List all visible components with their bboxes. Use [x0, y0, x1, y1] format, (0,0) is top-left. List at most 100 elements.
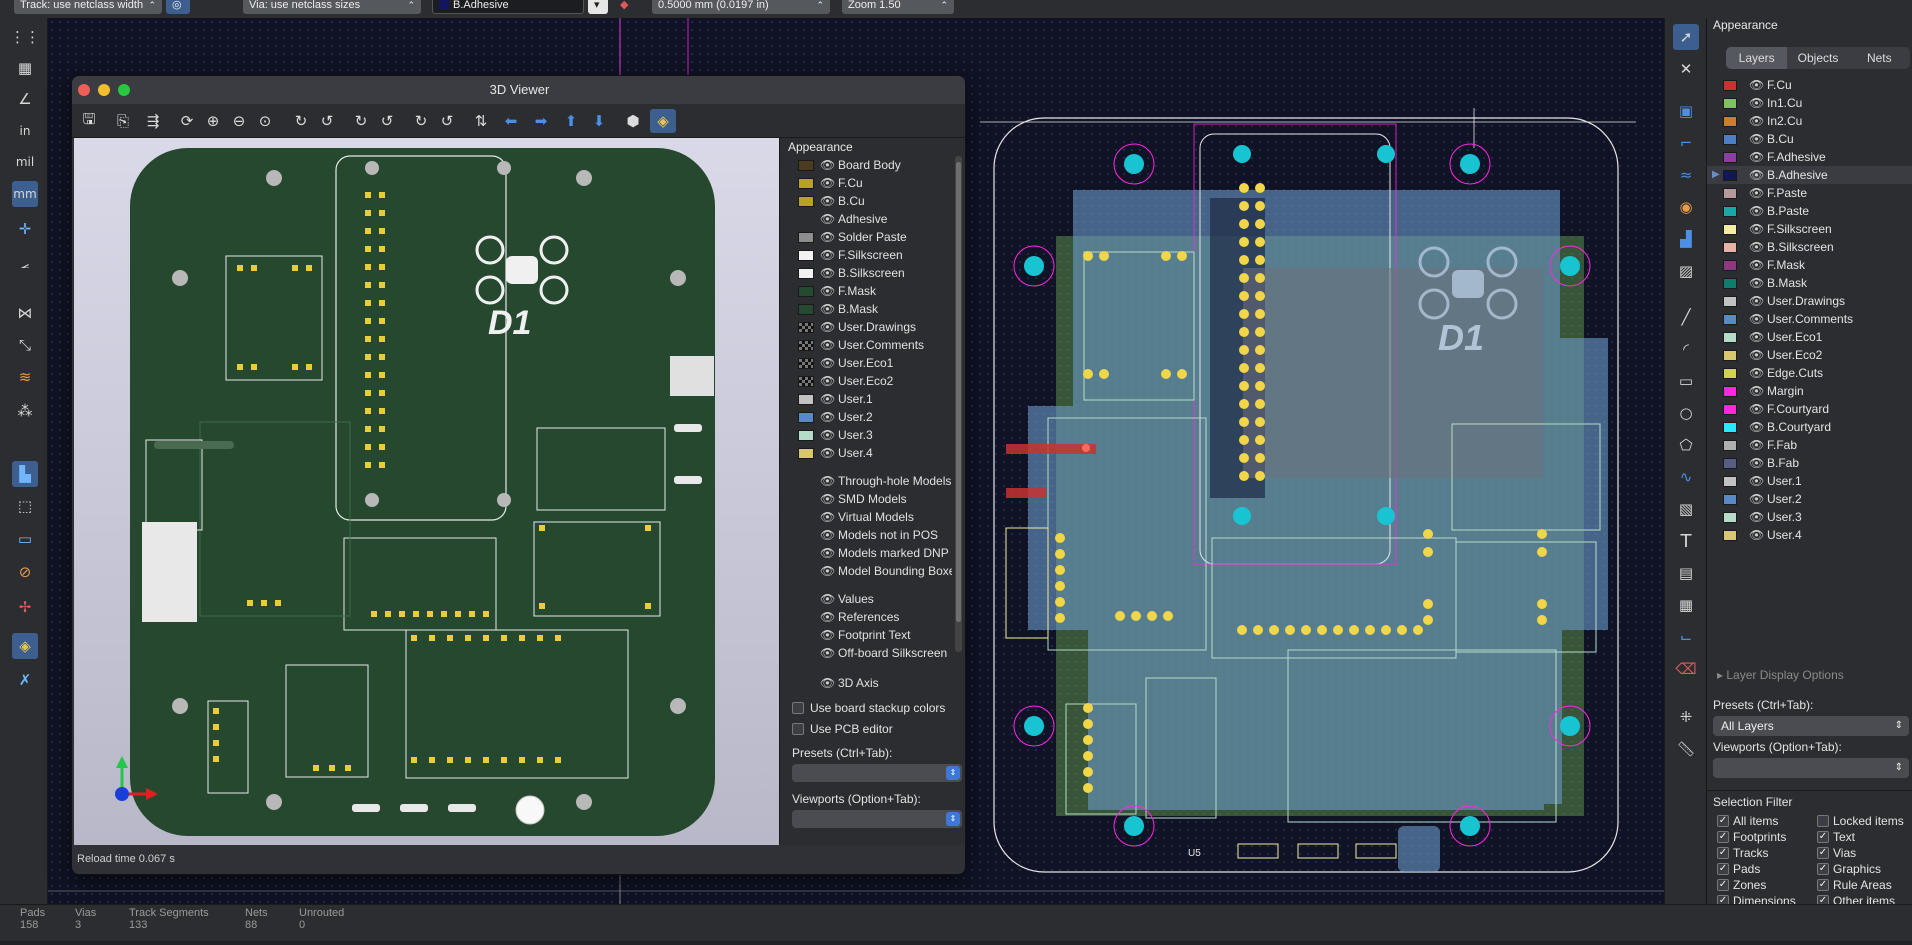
layer-color-swatch[interactable]: [798, 160, 814, 171]
checkbox[interactable]: ✓: [1817, 831, 1829, 843]
layer-row[interactable]: ▶👁︎B.Adhesive: [1707, 166, 1912, 184]
checkbox[interactable]: ✓: [1717, 831, 1729, 843]
eye-icon[interactable]: 👁︎: [1749, 348, 1765, 362]
eye-icon[interactable]: 👁︎: [820, 374, 836, 388]
units-mil-button[interactable]: mil: [12, 149, 38, 175]
layer-color-swatch[interactable]: [1723, 296, 1737, 307]
draw-line-tool[interactable]: ╱: [1673, 304, 1699, 330]
zoom-out-button[interactable]: ⊖: [226, 109, 252, 133]
layer-color-swatch[interactable]: [798, 340, 814, 351]
eye-icon[interactable]: 👁︎: [820, 158, 836, 172]
scrollbar-thumb[interactable]: [956, 162, 961, 622]
toggle-appearance-button[interactable]: ◈: [650, 109, 676, 133]
eye-icon[interactable]: 👁︎: [820, 194, 836, 208]
eye-icon[interactable]: 👁︎: [1749, 366, 1765, 380]
layer-color-swatch[interactable]: [1723, 170, 1737, 181]
delete-tool[interactable]: ⌫: [1673, 656, 1699, 682]
eye-icon[interactable]: 👁︎: [820, 610, 836, 624]
zone-outline-toggle[interactable]: ⬚: [12, 493, 38, 519]
eye-icon[interactable]: 👁︎: [820, 564, 836, 578]
layer-color-swatch[interactable]: [1723, 134, 1737, 145]
layer-row[interactable]: 👁︎B.Fab: [1707, 454, 1912, 472]
layer-color-swatch[interactable]: [1723, 530, 1737, 541]
checkbox[interactable]: ✓: [1717, 815, 1729, 827]
move-down-button[interactable]: ⬇: [586, 109, 612, 133]
via-size-select[interactable]: Via: use netclass sizes⌃: [243, 0, 421, 14]
3d-layer-row[interactable]: 👁︎F.Silkscreen: [780, 246, 952, 264]
add-footprint-tool[interactable]: ▣: [1673, 98, 1699, 124]
layer-row[interactable]: 👁︎F.Courtyard: [1707, 400, 1912, 418]
layer-row[interactable]: 👁︎Margin: [1707, 382, 1912, 400]
copy-image-button[interactable]: ⎘: [110, 109, 136, 133]
layer-color-swatch[interactable]: [798, 196, 814, 207]
checkbox[interactable]: ✓: [1817, 847, 1829, 859]
tab-layers[interactable]: Layers: [1726, 47, 1788, 69]
eye-icon[interactable]: 👁︎: [820, 510, 836, 524]
eye-icon[interactable]: 👁︎: [820, 212, 836, 226]
eye-icon[interactable]: 👁︎: [820, 528, 836, 542]
layer-color-swatch[interactable]: [798, 430, 814, 441]
3d-layer-row[interactable]: 👁︎User.3: [780, 426, 952, 444]
layer-color-swatch[interactable]: [1723, 494, 1737, 505]
add-rule-area-tool[interactable]: ▨: [1673, 258, 1699, 284]
add-zone-tool[interactable]: ▟: [1673, 226, 1699, 252]
layer-row[interactable]: 👁︎B.Courtyard: [1707, 418, 1912, 436]
selection-filter-checkbox[interactable]: ✓Graphics: [1817, 861, 1881, 877]
layer-color-swatch[interactable]: [798, 394, 814, 405]
eye-icon[interactable]: 👁︎: [820, 302, 836, 316]
checkbox[interactable]: [792, 723, 804, 735]
add-text-tool[interactable]: T: [1673, 528, 1699, 554]
grid-origin-tool[interactable]: ⁜: [1673, 704, 1699, 730]
layer-color-swatch[interactable]: [1723, 260, 1737, 271]
layer-row[interactable]: 👁︎B.Mask: [1707, 274, 1912, 292]
reload-button[interactable]: ⟳: [174, 109, 200, 133]
units-mm-button[interactable]: mm: [12, 181, 38, 207]
rotate-z-cw-button[interactable]: ↻: [408, 109, 434, 133]
rotate-x-cw-button[interactable]: ↻: [288, 109, 314, 133]
angle-constraint-toggle[interactable]: ⦟: [12, 250, 38, 276]
rotate-z-ccw-button[interactable]: ↺: [434, 109, 460, 133]
grid-select[interactable]: 0.5000 mm (0.0197 in)⌃: [652, 0, 830, 14]
3d-layer-row[interactable]: 👁︎F.Cu: [780, 174, 952, 192]
tab-nets[interactable]: Nets: [1866, 51, 1892, 65]
layer-row[interactable]: 👁︎User.Comments: [1707, 310, 1912, 328]
layer-row[interactable]: 👁︎F.Cu: [1707, 76, 1912, 94]
layer-color-swatch[interactable]: [1723, 242, 1737, 253]
layer-color-swatch[interactable]: [1723, 224, 1737, 235]
layer-row[interactable]: 👁︎In2.Cu: [1707, 112, 1912, 130]
curved-ratsnest-toggle[interactable]: ⤡: [12, 332, 38, 358]
minimize-window-button[interactable]: [98, 84, 110, 96]
3d-option-row[interactable]: 👁︎References: [780, 608, 952, 626]
layer-row[interactable]: 👁︎In1.Cu: [1707, 94, 1912, 112]
3d-layer-row[interactable]: 👁︎User.Eco1: [780, 354, 952, 372]
layer-row[interactable]: 👁︎User.2: [1707, 490, 1912, 508]
eye-icon[interactable]: 👁︎: [1749, 96, 1765, 110]
layer-row[interactable]: 👁︎Edge.Cuts: [1707, 364, 1912, 382]
zoom-fit-button[interactable]: ⊙: [252, 109, 278, 133]
layer-color-swatch[interactable]: [1723, 422, 1737, 433]
eye-icon[interactable]: 👁︎: [820, 320, 836, 334]
selection-filter-checkbox[interactable]: ✓All items: [1717, 813, 1778, 829]
polar-coords-toggle[interactable]: ∠: [12, 86, 38, 112]
layer-color-swatch[interactable]: [1723, 512, 1737, 523]
3d-layer-row[interactable]: 👁︎B.Silkscreen: [780, 264, 952, 282]
eye-icon[interactable]: 👁︎: [1749, 492, 1765, 506]
move-right-button[interactable]: ➡: [528, 109, 554, 133]
3d-render-view[interactable]: D1: [74, 138, 779, 845]
flip-view-button[interactable]: ⇅: [468, 109, 494, 133]
eye-icon[interactable]: 👁︎: [820, 176, 836, 190]
3d-layer-row[interactable]: 👁︎Board Body: [780, 156, 952, 174]
layer-color-swatch[interactable]: [798, 304, 814, 315]
3d-layer-row[interactable]: 👁︎Solder Paste: [780, 228, 952, 246]
selection-filter-checkbox[interactable]: ✓Text: [1817, 829, 1855, 845]
properties-panel-toggle[interactable]: ✗: [12, 667, 38, 693]
eye-icon[interactable]: 👁︎: [820, 338, 836, 352]
route-track-tool[interactable]: ⌐: [1673, 130, 1699, 156]
3d-layer-row[interactable]: 👁︎F.Mask: [780, 282, 952, 300]
selection-filter-checkbox[interactable]: ✓Tracks: [1717, 845, 1769, 861]
eye-icon[interactable]: 👁︎: [1749, 240, 1765, 254]
eye-icon[interactable]: 👁︎: [1749, 402, 1765, 416]
layer-color-swatch[interactable]: [1723, 350, 1737, 361]
layer-row[interactable]: 👁︎User.Eco1: [1707, 328, 1912, 346]
layer-dropdown-button[interactable]: ▾: [588, 0, 608, 14]
